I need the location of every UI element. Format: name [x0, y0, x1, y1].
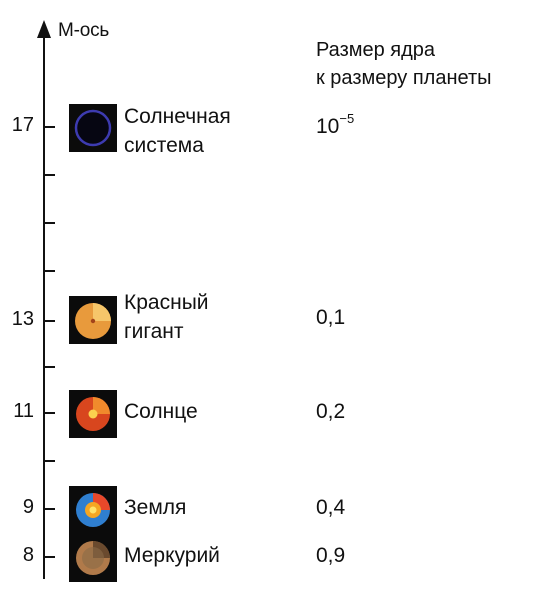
axis-tick-8	[44, 556, 55, 558]
red-giant-cutaway-icon	[69, 296, 117, 344]
mercury-cutaway-icon	[69, 534, 117, 582]
object-name-mercury: Меркурий	[124, 544, 220, 567]
object-name-red-giant: Красный гигант	[124, 291, 209, 343]
axis-tick-17	[44, 126, 55, 128]
earth-cutaway-icon	[69, 486, 117, 534]
tick-label-17: 17	[11, 114, 34, 136]
tick-label-11: 11	[13, 400, 34, 422]
axis-tick-13	[44, 320, 55, 322]
object-name-sun: Солнце	[124, 400, 198, 423]
m-axis-line	[43, 34, 45, 579]
ratio-red-giant: 0,1	[316, 306, 346, 329]
ratio-mercury: 0,9	[316, 544, 346, 567]
ratio-solar-system: 10−5	[316, 111, 355, 138]
axis-arrow-icon	[37, 20, 51, 38]
axis-tick-minor	[44, 174, 55, 176]
axis-title: М-ось	[58, 20, 110, 41]
axis-tick-minor	[44, 222, 55, 224]
axis-tick-minor	[44, 270, 55, 272]
ratio-earth: 0,4	[316, 496, 346, 519]
axis-tick-minor	[44, 460, 55, 462]
ratio-sun: 0,2	[316, 400, 346, 423]
axis-tick-9	[44, 508, 55, 510]
tick-label-13: 13	[11, 308, 34, 330]
ratio-header-line1: Размер ядра	[316, 39, 436, 61]
sun-cutaway-icon	[69, 390, 117, 438]
tick-label-8: 8	[22, 544, 34, 566]
object-name-solar-system: Солнечная система	[124, 105, 231, 157]
tick-label-9: 9	[22, 496, 34, 518]
ratio-header-line2: к размеру планеты	[316, 67, 492, 89]
axis-tick-minor	[44, 366, 55, 368]
ratio-column-header: Размер ядра к размеру планеты	[316, 36, 492, 92]
axis-tick-11	[44, 412, 55, 414]
object-name-earth: Земля	[124, 496, 187, 519]
solar-system-ring-icon	[69, 104, 117, 152]
